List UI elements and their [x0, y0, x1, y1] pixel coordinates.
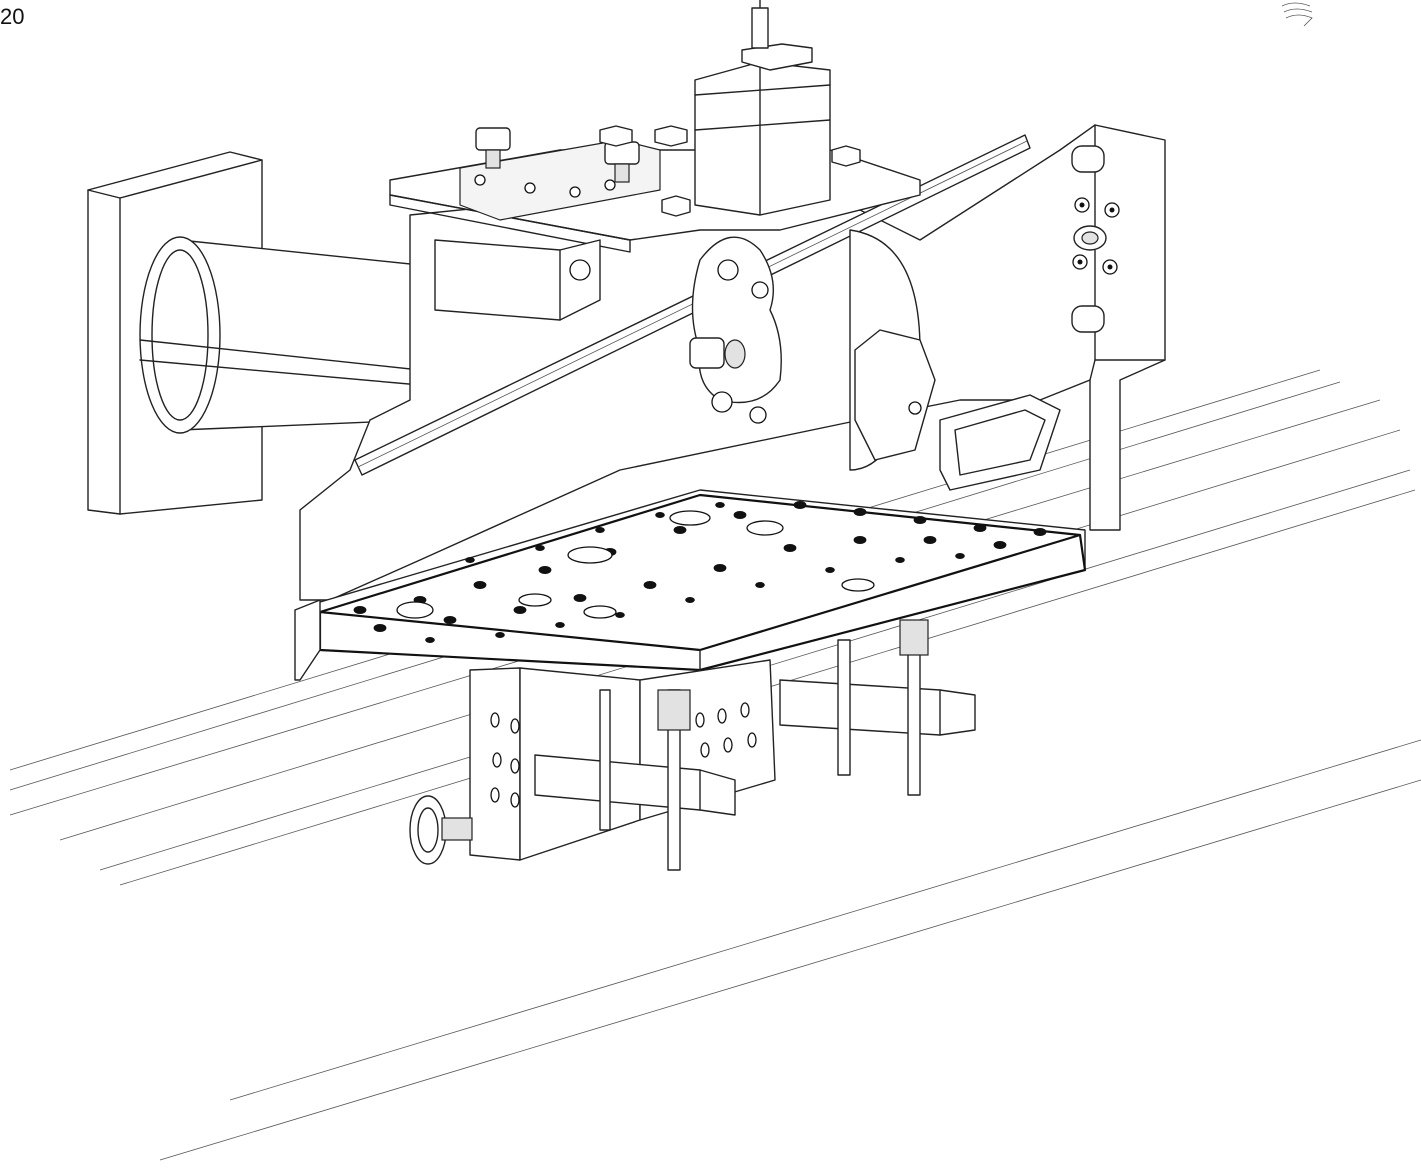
plate-hole — [535, 545, 545, 551]
side-box — [434, 239, 601, 321]
plate-hole — [955, 553, 965, 559]
book-stack-icon — [1281, 2, 1313, 27]
plate-large-hole — [669, 510, 711, 526]
plate-hole — [825, 567, 835, 573]
plate-hole — [853, 508, 867, 516]
plate-hole — [993, 541, 1007, 549]
plate-hole — [495, 632, 505, 638]
plate-holes — [353, 501, 1047, 643]
rotary-disc — [849, 229, 936, 471]
plate-hole — [513, 606, 527, 614]
lower-crossbar-left — [534, 754, 736, 816]
plate-hole — [783, 544, 797, 552]
plate-hole — [443, 616, 457, 624]
plate-large-hole — [518, 593, 552, 607]
guide-pins — [599, 619, 929, 871]
plate-hole — [853, 536, 867, 544]
lower-crossbar-right — [779, 679, 976, 736]
lower-bracket — [469, 659, 776, 861]
plate-hole — [793, 501, 807, 509]
plate-large-hole — [567, 546, 613, 564]
vertical-column — [694, 0, 831, 216]
plate-large-hole — [583, 605, 617, 619]
plate-hole — [538, 566, 552, 574]
plate-hole — [713, 564, 727, 572]
plate-hole — [555, 622, 565, 628]
side-thumb-screw — [409, 795, 473, 865]
plate-hole — [973, 524, 987, 532]
plate-hole — [595, 527, 605, 533]
loop-handle — [939, 394, 1061, 491]
plate-hole — [643, 581, 657, 589]
plate-large-hole — [746, 520, 784, 536]
plate-hole — [473, 581, 487, 589]
plate-large-hole — [841, 578, 875, 592]
right-side-plate — [1071, 145, 1120, 333]
page-number: 20 — [0, 4, 25, 29]
plate-hole — [573, 594, 587, 602]
thumb-screw-top-left — [475, 127, 511, 169]
plate-hole — [923, 536, 937, 544]
plate-hole — [673, 526, 687, 534]
plate-hole — [913, 516, 927, 524]
plate-large-hole — [396, 601, 434, 619]
flower-clamp — [689, 236, 782, 424]
plate-hole — [733, 511, 747, 519]
plate-hole — [1033, 528, 1047, 536]
plate-hole — [895, 557, 905, 563]
plate-hole — [755, 582, 765, 588]
plate-hole — [715, 502, 725, 508]
horizontal-cylinder — [139, 236, 421, 434]
plate-left-flange — [294, 599, 321, 681]
plate-hole — [685, 597, 695, 603]
hex-nuts-top — [599, 125, 861, 217]
plate-hole — [615, 612, 625, 618]
plate-hole — [655, 512, 665, 518]
plate-hole — [353, 606, 367, 614]
plate-hole — [425, 637, 435, 643]
plate-hole — [373, 624, 387, 632]
plate-hole — [465, 557, 475, 563]
